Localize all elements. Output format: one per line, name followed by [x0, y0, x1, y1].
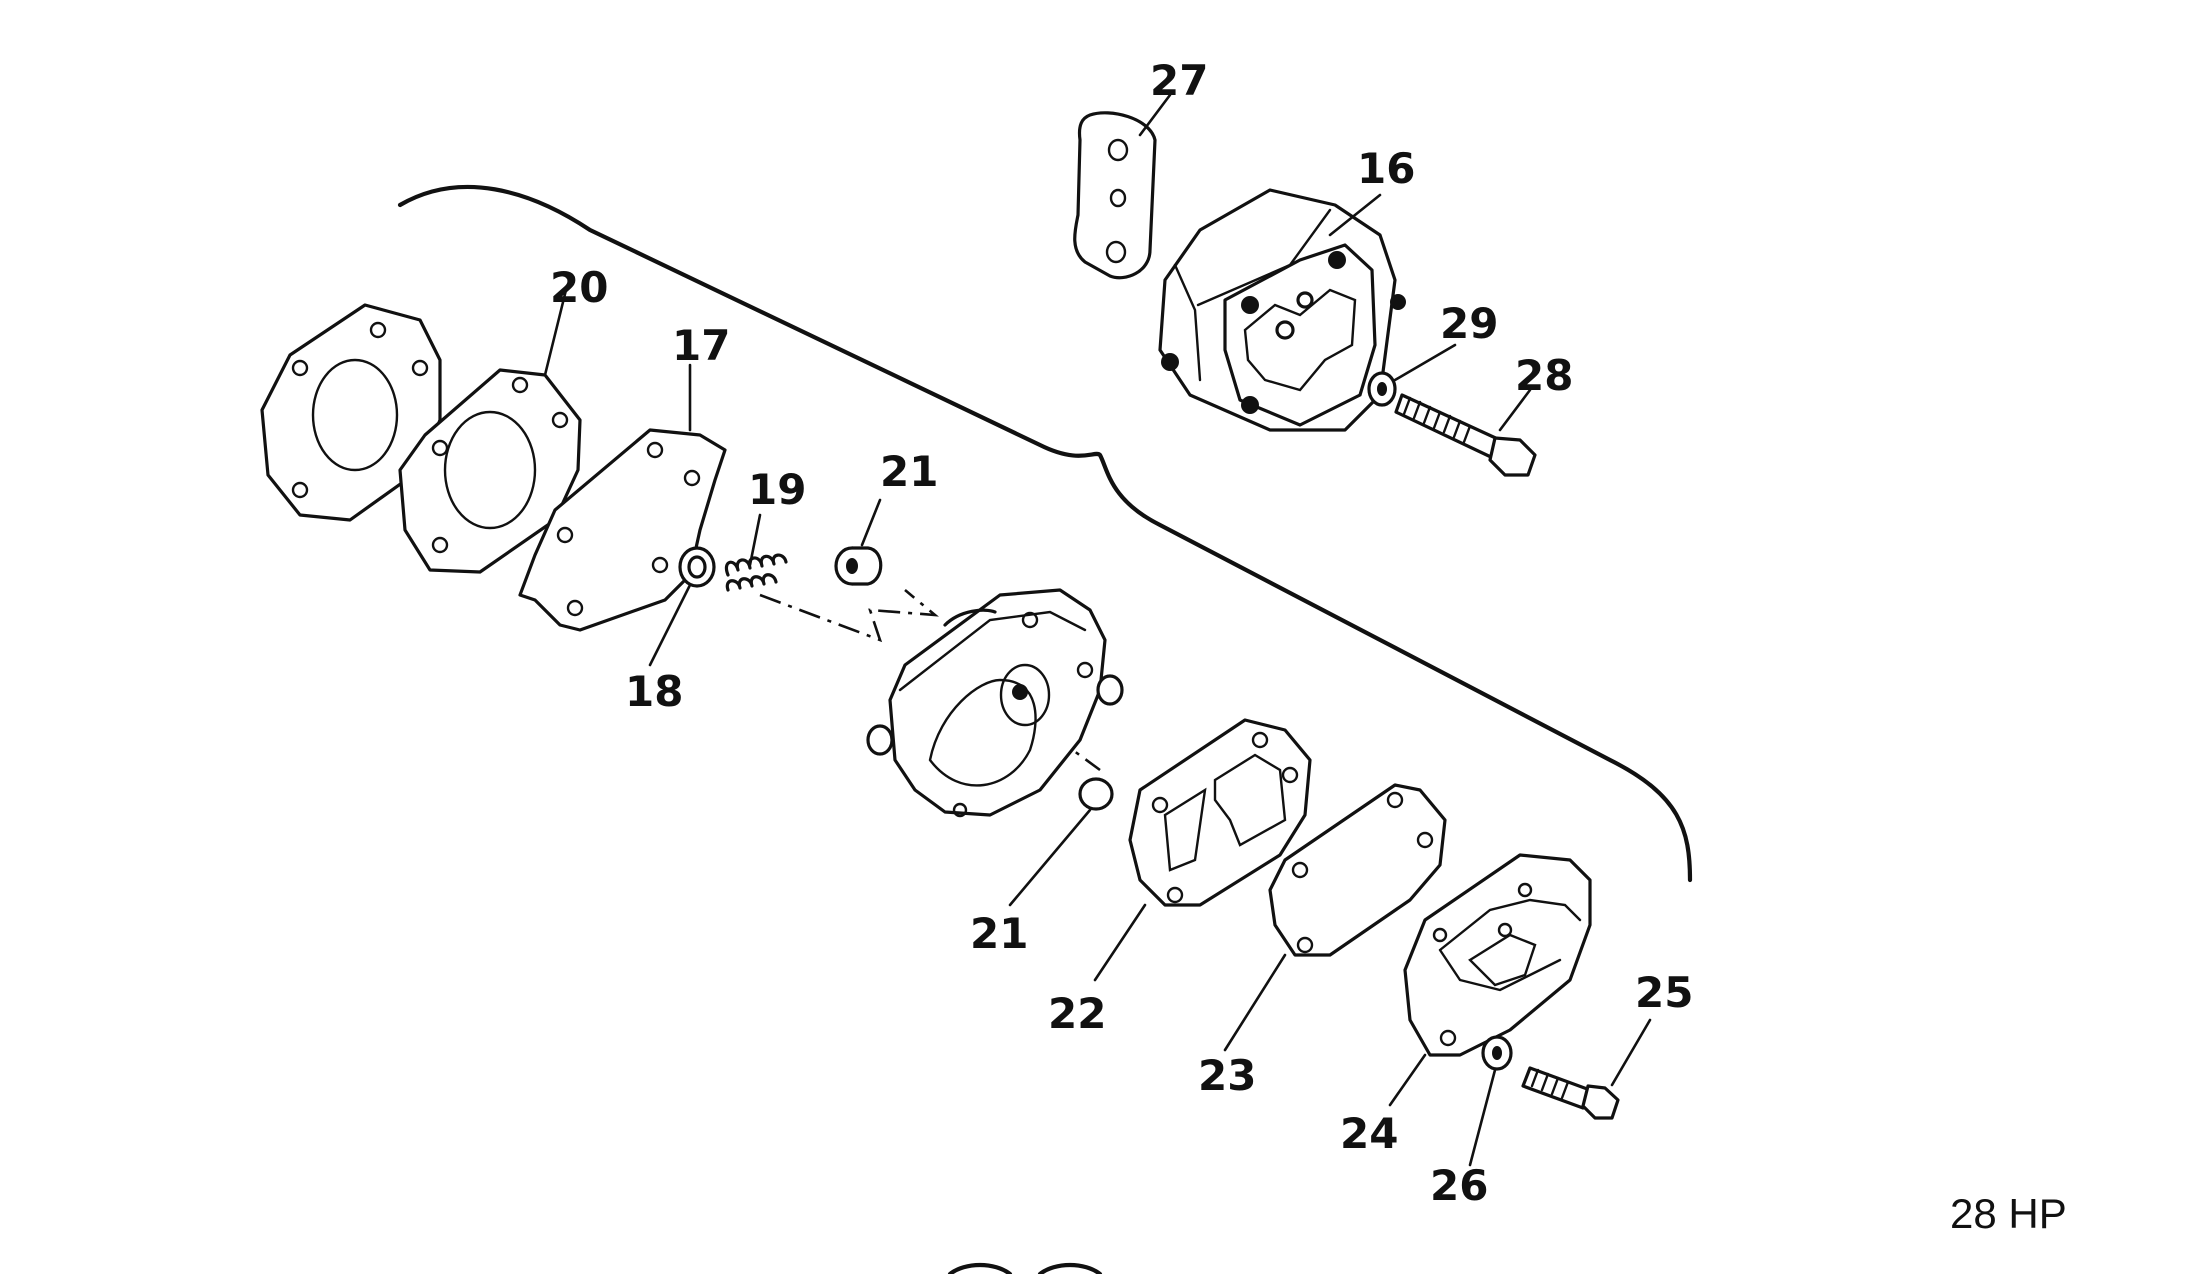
- callout-26: 26: [1430, 1161, 1488, 1210]
- assembly-brace: [397, 184, 1693, 883]
- callout-21-lower: 21: [970, 909, 1028, 958]
- callout-23: 23: [1198, 1051, 1256, 1100]
- part-19-spring: [724, 553, 788, 592]
- part-23-diaphragm: [1268, 783, 1447, 957]
- callout-25: 25: [1635, 968, 1693, 1017]
- callout-18: 18: [625, 667, 683, 716]
- leader-lines: [543, 93, 1652, 1167]
- part-16-fuel-pump-assembly: [1158, 188, 1406, 432]
- part-17-plate: [518, 428, 727, 632]
- part-24-cover: [1403, 853, 1592, 1057]
- callout-20: 20: [550, 263, 608, 312]
- outer-gasket: [260, 303, 442, 522]
- part-21-check-valve-upper: [834, 546, 883, 586]
- part-26-washer: [1481, 1035, 1513, 1071]
- callout-29: 29: [1440, 299, 1498, 348]
- part-29-washer: [1367, 371, 1397, 407]
- callout-19: 19: [748, 465, 806, 514]
- callout-24: 24: [1340, 1109, 1398, 1158]
- callout-27: 27: [1150, 56, 1208, 105]
- bottom-edge-marks: [947, 1263, 1103, 1274]
- callout-22: 22: [1048, 989, 1106, 1038]
- part-21-check-valve-lower: [1078, 777, 1114, 811]
- callout-21-upper: 21: [880, 447, 938, 496]
- part-18-seal: [678, 546, 716, 588]
- part-28-screw: [1394, 393, 1537, 477]
- pump-body: [866, 588, 1124, 818]
- caption-28-hp: 28 HP: [1950, 1190, 2067, 1237]
- callout-labels: 27 16 29 28 20 17 19 21 18 21 22 23 24 2…: [550, 56, 1693, 1210]
- part-22-gasket: [1128, 718, 1312, 907]
- callout-16: 16: [1357, 144, 1415, 193]
- callout-28: 28: [1515, 351, 1573, 400]
- part-25-screw: [1521, 1066, 1620, 1120]
- callout-17: 17: [672, 321, 730, 370]
- part-27-gasket: [1073, 111, 1157, 280]
